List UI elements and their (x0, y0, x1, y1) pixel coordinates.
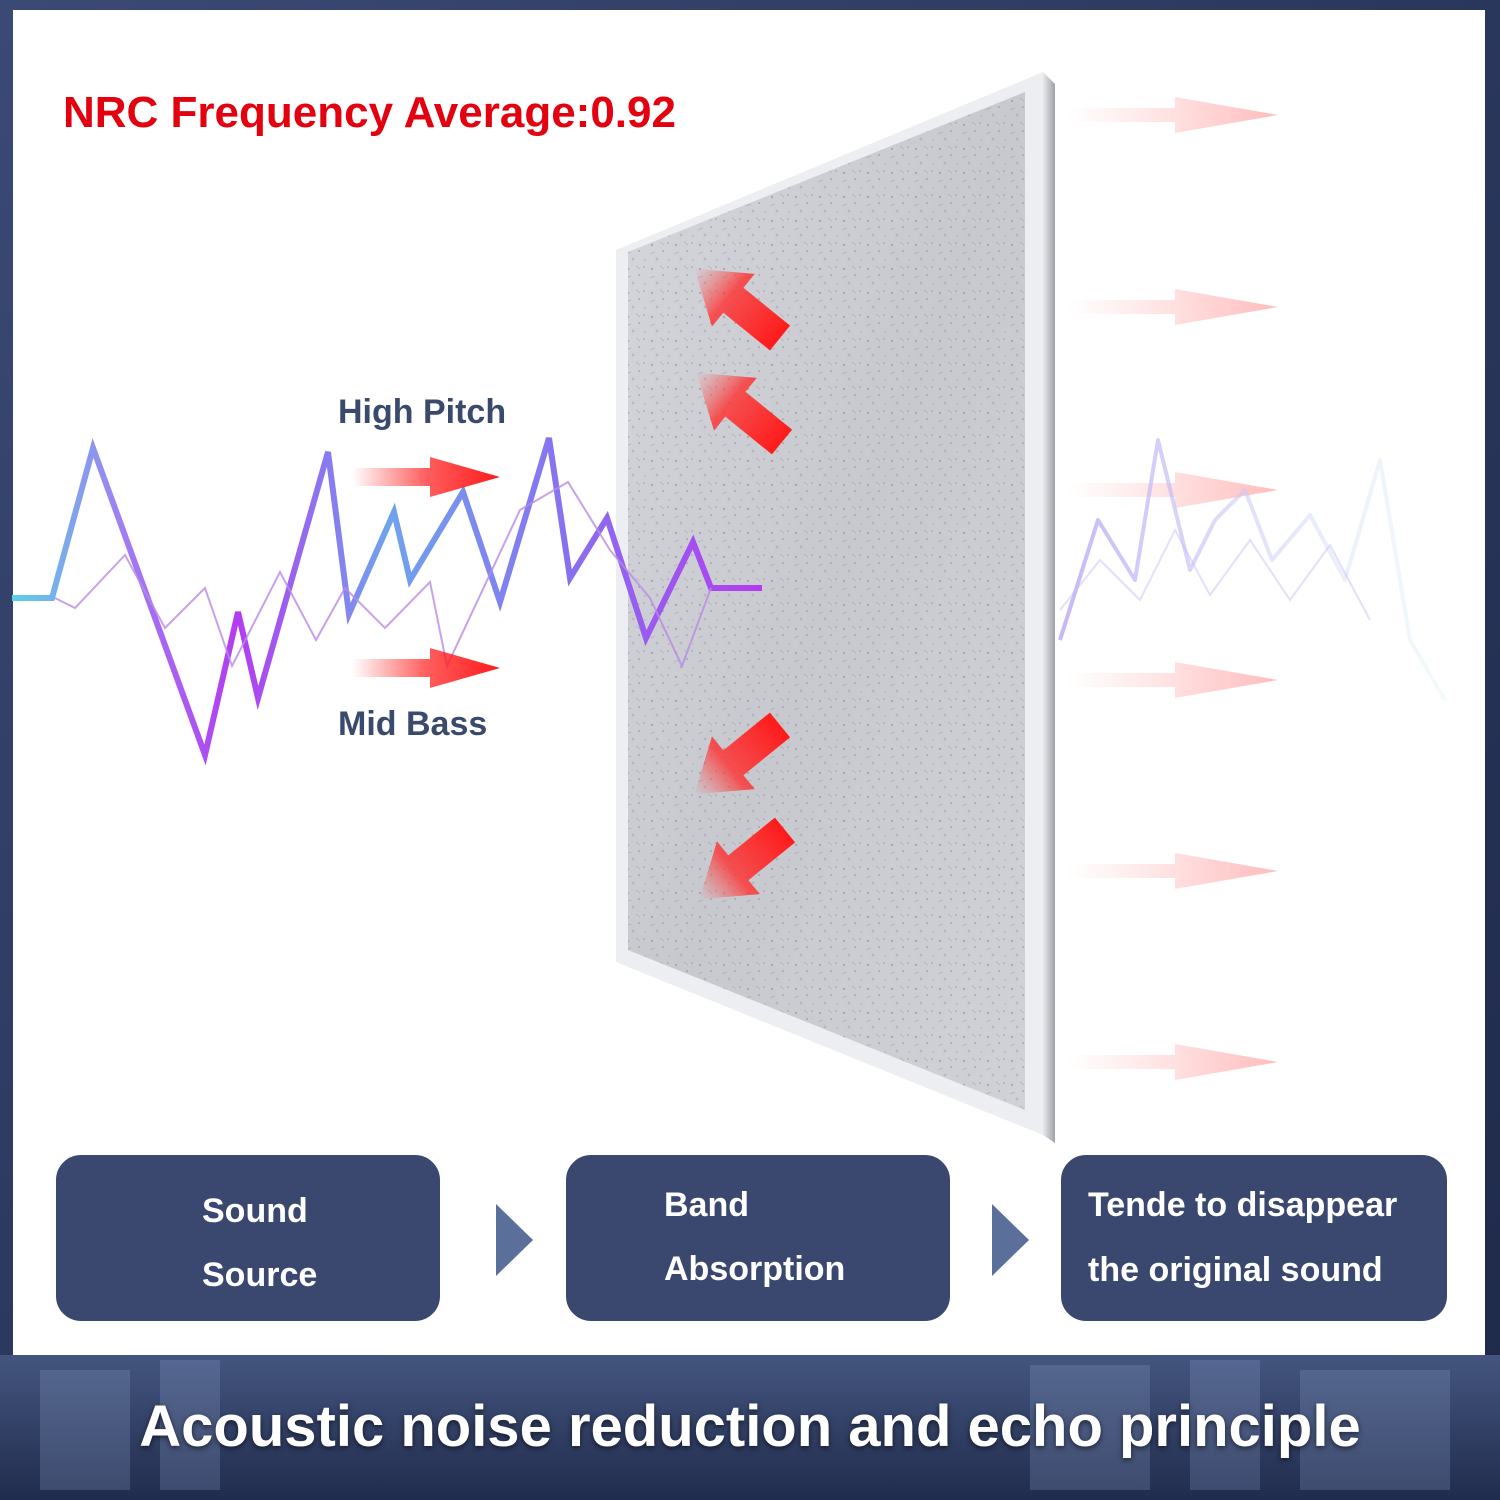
acoustic-panel-texture (628, 92, 1025, 1110)
principle-title: Acoustic noise reduction and echo princi… (139, 1394, 1361, 1459)
reflected-arrow (699, 817, 796, 900)
step-sound-source: Sound Source (53, 1152, 443, 1324)
acoustic-panel (616, 72, 1055, 1143)
reflected-arrow (694, 712, 791, 795)
step-band-absorption: Band Absorption (563, 1152, 953, 1324)
incoming-arrows (352, 457, 500, 688)
step-disappear: Tende to disappear the original sound (1058, 1152, 1450, 1324)
reflected-arrows (694, 268, 796, 900)
incoming-arrow-high (352, 457, 500, 497)
flow-arrow-icon (992, 1204, 1029, 1276)
transmitted-arrow (1068, 289, 1278, 325)
transmitted-arrow (1068, 97, 1278, 133)
high-pitch-label: High Pitch (338, 393, 507, 431)
step-disappear-line2: the original sound (1088, 1251, 1383, 1289)
transmitted-arrows (1068, 97, 1278, 1080)
step-band-absorption-line1: Band (664, 1186, 749, 1224)
residual-wave-thin (1059, 527, 1371, 621)
transmitted-arrow (1068, 853, 1278, 889)
incoming-arrow-mid (352, 648, 500, 688)
sound-wave-secondary (54, 480, 712, 670)
acoustic-panel-edge (1043, 72, 1055, 1143)
reflected-arrow (694, 268, 791, 351)
transmitted-arrow (1068, 1044, 1278, 1080)
nrc-average-title: NRC Frequency Average:0.92 (63, 88, 676, 137)
mid-bass-label: Mid Bass (338, 705, 488, 743)
transmitted-arrow (1068, 662, 1278, 698)
transmitted-arrow (1068, 472, 1278, 508)
step-sound-source-line1: Sound (202, 1192, 308, 1230)
step-disappear-line1: Tende to disappear (1088, 1186, 1398, 1224)
step-band-absorption-line2: Absorption (664, 1250, 846, 1288)
reflected-arrow (696, 372, 793, 455)
flow-arrow-icon (496, 1204, 533, 1276)
residual-wave (1058, 438, 1447, 702)
sound-wave-main (12, 437, 762, 766)
step-sound-source-line2: Source (202, 1256, 318, 1294)
